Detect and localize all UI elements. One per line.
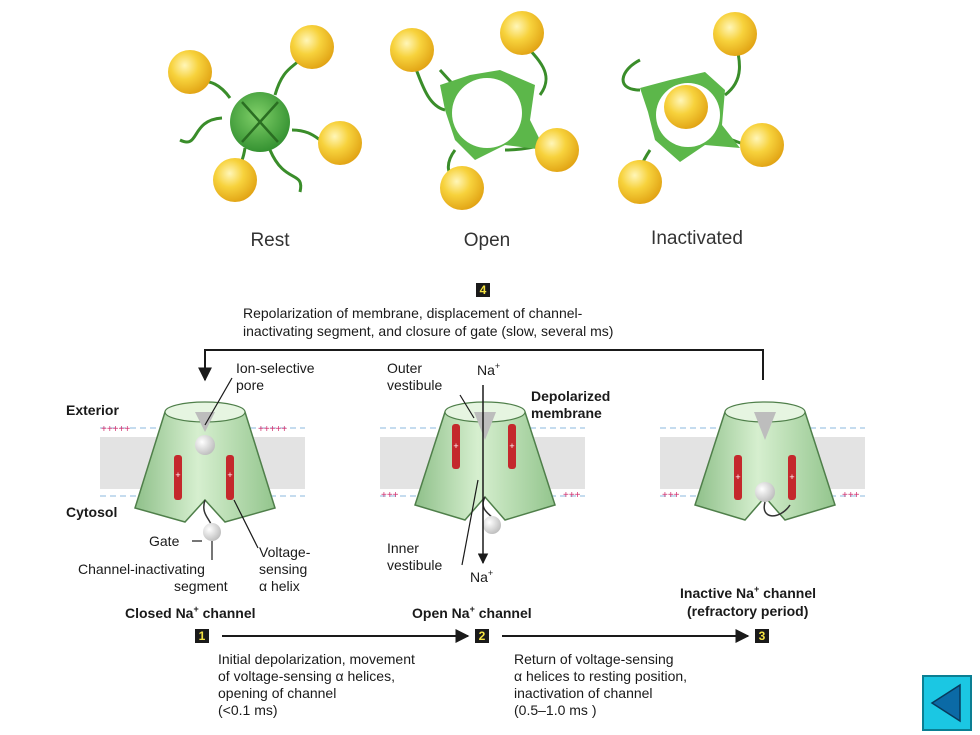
exterior-label: Exterior [66, 402, 119, 418]
inner-vestibule-label-1: Inner [387, 540, 419, 556]
inactivating-ball-blocking [755, 482, 775, 502]
step-2-number: 2 [479, 629, 486, 643]
step-4-text-line-2: inactivating segment, and closure of gat… [243, 323, 613, 339]
voltage-sensing-label-1: Voltage- [259, 544, 311, 560]
ion-selective-label-2: pore [236, 377, 264, 393]
positive-charges-cytosol-right: +++ [662, 490, 680, 501]
positive-charges-cytosol-right-2: +++ [842, 490, 860, 501]
outer-vestibule-label-2: vestibule [387, 377, 442, 393]
gate-label: Gate [149, 533, 180, 549]
inactive-charge-right: + [789, 472, 794, 482]
inactive-channel-label: Inactive Na+ channel [680, 584, 816, 601]
ion-selective-label-1: Ion-selective [236, 360, 315, 376]
inactive-charge-left: + [735, 472, 740, 482]
rest-state-icon [168, 25, 362, 202]
back-button[interactable] [922, 675, 972, 731]
step-1-text-line-4: (<0.1 ms) [218, 702, 278, 718]
open-channel: + + [414, 385, 556, 565]
step-3-number: 3 [759, 629, 766, 643]
inactivated-label: Inactivated [651, 228, 743, 249]
open-channel-label: Open Na+ channel [412, 604, 532, 621]
step-1-badge [195, 629, 209, 643]
step-4-text-line-1: Repolarization of membrane, displacement… [243, 305, 583, 321]
step-4-number: 4 [480, 283, 487, 297]
inactivated-state-icon [618, 12, 784, 204]
open-charge-left: + [453, 441, 458, 451]
voltage-sensing-label-3: α helix [259, 578, 300, 594]
channel-inactivating-label-1: Channel-inactivating [78, 561, 205, 577]
depolarized-label-1: Depolarized [531, 388, 610, 404]
step-2-badge [475, 629, 489, 643]
step-3-text-line-3: inactivation of channel [514, 685, 653, 701]
positive-charges-cytosol-mid-2: +++ [563, 490, 581, 501]
closed-channel: + + [134, 401, 276, 541]
cytosol-label: Cytosol [66, 504, 117, 520]
voltage-sensing-label-2: sensing [259, 561, 307, 577]
step-1-text-line-1: Initial depolarization, movement [218, 651, 415, 667]
closed-charge-right: + [227, 470, 232, 480]
refractory-period-label: (refractory period) [687, 603, 808, 619]
left-triangle-icon [930, 683, 961, 723]
step-1-text-line-3: opening of channel [218, 685, 336, 701]
step-3-text-line-2: α helices to resting position, [514, 668, 687, 684]
inactivating-ball-open [483, 516, 501, 534]
open-state-icon [390, 11, 579, 210]
step-4-badge [476, 283, 490, 297]
open-label: Open [464, 230, 510, 251]
positive-charges-exterior-left-2: +++++ [258, 424, 287, 435]
positive-charges-exterior-left: +++++ [101, 424, 130, 435]
closed-charge-left: + [175, 470, 180, 480]
depolarized-label-2: membrane [531, 405, 602, 421]
step-3-text-line-1: Return of voltage-sensing [514, 651, 674, 667]
positive-charges-cytosol-mid: +++ [381, 490, 399, 501]
rest-label: Rest [250, 230, 290, 251]
closed-channel-label: Closed Na+ channel [125, 604, 256, 621]
inactive-channel: + + [694, 401, 836, 521]
step-3-text-line-4: (0.5–1.0 ms ) [514, 702, 596, 718]
step-1-number: 1 [199, 629, 206, 643]
inactivating-ball-closed [203, 523, 221, 541]
na-bottom-label: Na+ [470, 568, 493, 585]
step-4-arrow [198, 349, 764, 382]
step-3-badge [755, 629, 769, 643]
channel-inactivating-label-2: segment [174, 578, 228, 594]
step-1-text-line-2: of voltage-sensing α helices, [218, 668, 395, 684]
inner-vestibule-label-2: vestibule [387, 557, 442, 573]
na-top-label: Na+ [477, 361, 500, 378]
open-charge-right: + [509, 441, 514, 451]
outer-vestibule-label-1: Outer [387, 360, 422, 376]
